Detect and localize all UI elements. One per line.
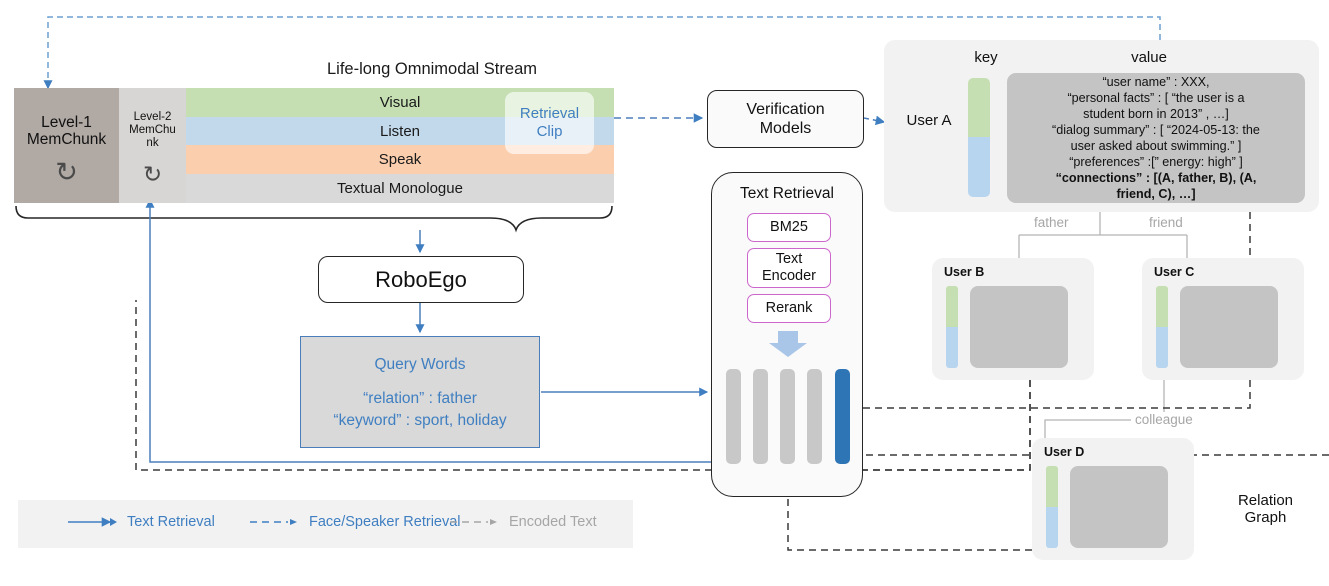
recycle-icon: ↻ bbox=[55, 157, 78, 187]
verification-line1: Verification bbox=[746, 100, 825, 118]
user-b-label: User B bbox=[944, 265, 985, 279]
result-bar-3[interactable] bbox=[780, 369, 795, 464]
relation-graph-line1: Relation bbox=[1237, 492, 1294, 509]
relation-graph-line2: Graph bbox=[1244, 509, 1287, 527]
retrieval-clip-line2: Clip bbox=[536, 123, 563, 140]
user-d-value-block bbox=[1070, 466, 1168, 548]
user-a-label: User A bbox=[906, 112, 952, 129]
retrieval-clip-line1: Retrieval bbox=[519, 105, 580, 123]
user-c-card[interactable]: User C bbox=[1142, 258, 1304, 380]
omnimodal-stream: Level-1 MemChunk ↻ Level-2 MemChu nk ↻ V… bbox=[14, 88, 614, 203]
legend-item-encoded-text: Encoded Text bbox=[448, 514, 597, 530]
query-line-relation: “relation” : father bbox=[363, 390, 477, 407]
result-bar-2[interactable] bbox=[753, 369, 768, 464]
edge-label-father: father bbox=[1030, 215, 1073, 230]
key-bar-visual-segment bbox=[1156, 286, 1168, 327]
query-words-box[interactable]: Query Words “relation” : father “keyword… bbox=[300, 336, 540, 448]
verification-line2: Models bbox=[759, 120, 812, 137]
value-line-facts-2: student born in 2013” , …] bbox=[1083, 106, 1229, 121]
key-bar-audio-segment bbox=[946, 327, 958, 368]
value-line-facts-1: “personal facts” : [ “the user is a bbox=[1067, 90, 1245, 105]
result-bar-4[interactable] bbox=[807, 369, 822, 464]
text-encoder-line2: Encoder bbox=[761, 268, 816, 284]
text-encoder-line1: Text bbox=[775, 251, 803, 268]
edge-label-friend: friend bbox=[1145, 215, 1187, 230]
dashed-arrow-icon bbox=[450, 519, 497, 525]
result-bar-selected[interactable] bbox=[835, 369, 850, 464]
key-bar-audio-segment bbox=[1046, 507, 1058, 548]
verification-models-node[interactable]: Verification Models bbox=[707, 90, 864, 148]
legend-label-encoded-text: Encoded Text bbox=[509, 514, 597, 530]
text-retrieval-title: Text Retrieval bbox=[740, 185, 834, 202]
value-line-dialog-1: “dialog summary” : [ “2024-05-13: the bbox=[1052, 122, 1260, 137]
level-1-label: Level-1 MemChunk bbox=[26, 114, 107, 149]
value-line-preferences: “preferences” :[” energy: high” ] bbox=[1069, 155, 1243, 170]
user-b-value-block bbox=[970, 286, 1068, 368]
relation-graph-label: Relation Graph bbox=[1218, 492, 1313, 527]
value-line-connections-1: “connections” : [(A, father, B), (A, bbox=[1055, 171, 1257, 186]
roboego-node[interactable]: RoboEgo bbox=[318, 256, 524, 303]
result-bar-1[interactable] bbox=[726, 369, 741, 464]
key-bar-audio-segment bbox=[968, 137, 990, 197]
query-words-title: Query Words bbox=[374, 356, 466, 373]
user-d-key-bar bbox=[1046, 466, 1058, 548]
retrieval-clip[interactable]: Retrieval Clip bbox=[505, 92, 594, 154]
value-line-dialog-2: user asked about swimming.” ] bbox=[1070, 139, 1242, 153]
stream-title: Life-long Omnimodal Stream bbox=[326, 60, 537, 78]
edge-label-colleague: colleague bbox=[1131, 412, 1197, 427]
value-header: value bbox=[1131, 49, 1167, 66]
recycle-icon: ↻ bbox=[142, 161, 163, 187]
level-2-label: Level-2 MemChu nk bbox=[129, 111, 176, 149]
down-arrow-icon bbox=[769, 331, 807, 357]
user-a-key-bar bbox=[968, 78, 990, 197]
legend-label-text-retrieval: Text Retrieval bbox=[127, 514, 215, 530]
legend: Text Retrieval Face/Speaker Retrieval En… bbox=[18, 500, 633, 548]
user-d-card[interactable]: User D bbox=[1032, 438, 1194, 560]
user-a-value-text: “user name” : XXX, “personal facts” : [ … bbox=[1046, 74, 1266, 203]
user-b-card[interactable]: User B bbox=[932, 258, 1094, 380]
modality-tracks: Visual Listen Speak Textual Monologue Re… bbox=[186, 88, 614, 203]
key-bar-visual-segment bbox=[946, 286, 958, 327]
user-a-value-box[interactable]: “user name” : XXX, “personal facts” : [ … bbox=[1007, 73, 1305, 203]
module-text-encoder[interactable]: Text Encoder bbox=[747, 248, 831, 288]
user-c-value-block bbox=[1180, 286, 1278, 368]
user-b-key-bar bbox=[946, 286, 958, 368]
user-d-label: User D bbox=[1044, 445, 1085, 459]
legend-item-face-speaker-retrieval: Face/Speaker Retrieval bbox=[248, 514, 461, 530]
key-bar-visual-segment bbox=[968, 78, 990, 137]
query-words-lines: “relation” : father “keyword” : sport, h… bbox=[301, 388, 539, 433]
text-retrieval-panel: Text Retrieval BM25 Text Encoder Rerank bbox=[711, 172, 863, 497]
level-2-memchunk[interactable]: Level-2 MemChu nk ↻ bbox=[119, 88, 186, 203]
track-textual-monologue: Textual Monologue bbox=[186, 174, 614, 203]
key-bar-visual-segment bbox=[1046, 466, 1058, 507]
dashed-arrow-icon bbox=[250, 519, 297, 525]
retrieval-result-bars bbox=[726, 369, 850, 464]
value-line-connections-2: friend, C), …] bbox=[1116, 187, 1196, 202]
key-bar-audio-segment bbox=[1156, 327, 1168, 368]
query-line-keyword: “keyword” : sport, holiday bbox=[333, 412, 507, 430]
user-c-key-bar bbox=[1156, 286, 1168, 368]
level-1-memchunk[interactable]: Level-1 MemChunk ↻ bbox=[14, 88, 119, 203]
user-c-label: User C bbox=[1154, 265, 1195, 279]
module-rerank[interactable]: Rerank bbox=[747, 294, 831, 323]
user-a-memory-card: key value User A “user name” : XXX, “per… bbox=[884, 40, 1319, 212]
key-header: key bbox=[974, 49, 998, 66]
solid-arrow-icon bbox=[68, 517, 117, 527]
module-bm25[interactable]: BM25 bbox=[747, 213, 831, 242]
legend-label-face-speaker-retrieval: Face/Speaker Retrieval bbox=[309, 514, 461, 530]
value-line-user-name: “user name” : XXX, bbox=[1102, 74, 1210, 89]
legend-item-text-retrieval: Text Retrieval bbox=[66, 514, 215, 530]
